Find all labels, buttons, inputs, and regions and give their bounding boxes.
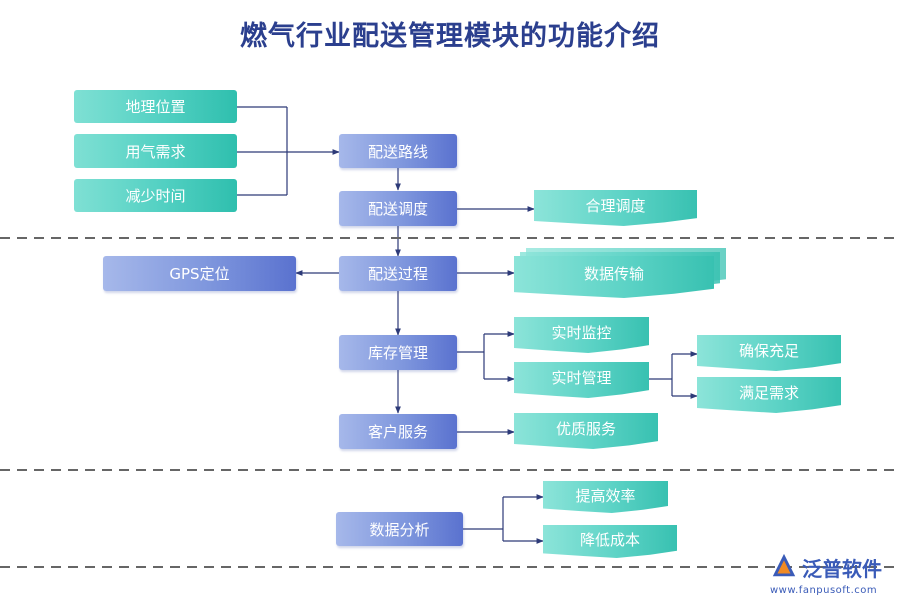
output-box-data-transfer: 数据传输: [514, 256, 714, 298]
watermark-brand: 泛普软件: [802, 557, 882, 581]
output-stack-data-transfer: 数据传输: [514, 248, 726, 298]
output-box-quality-service: 优质服务: [514, 413, 658, 449]
output-box-realtime-manage: 实时管理: [514, 362, 649, 398]
output-box-realtime-monitor: 实时监控: [514, 317, 649, 353]
output-box-ensure-supply: 确保充足: [697, 335, 841, 371]
process-box-route: 配送路线: [339, 134, 457, 168]
watermark-url: www.fanpusoft.com: [770, 585, 878, 596]
output-box-meet-demand: 满足需求: [697, 377, 841, 413]
output-box-improve-efficiency: 提高效率: [543, 481, 668, 513]
input-box-gas-demand: 用气需求: [74, 134, 237, 168]
output-box-gps: GPS定位: [103, 256, 296, 291]
output-box-reduce-cost: 降低成本: [543, 525, 677, 558]
process-box-service: 客户服务: [339, 414, 457, 449]
brand-logo-icon: [772, 553, 796, 577]
process-box-dispatch: 配送调度: [339, 191, 457, 226]
input-box-location: 地理位置: [74, 90, 237, 123]
process-box-inventory: 库存管理: [339, 335, 457, 370]
process-box-delivery: 配送过程: [339, 256, 457, 291]
input-box-reduce-time: 减少时间: [74, 179, 237, 212]
process-box-analysis: 数据分析: [336, 512, 463, 546]
output-box-reasonable-dispatch: 合理调度: [534, 190, 697, 226]
diagram-title: 燃气行业配送管理模块的功能介绍: [240, 21, 660, 52]
